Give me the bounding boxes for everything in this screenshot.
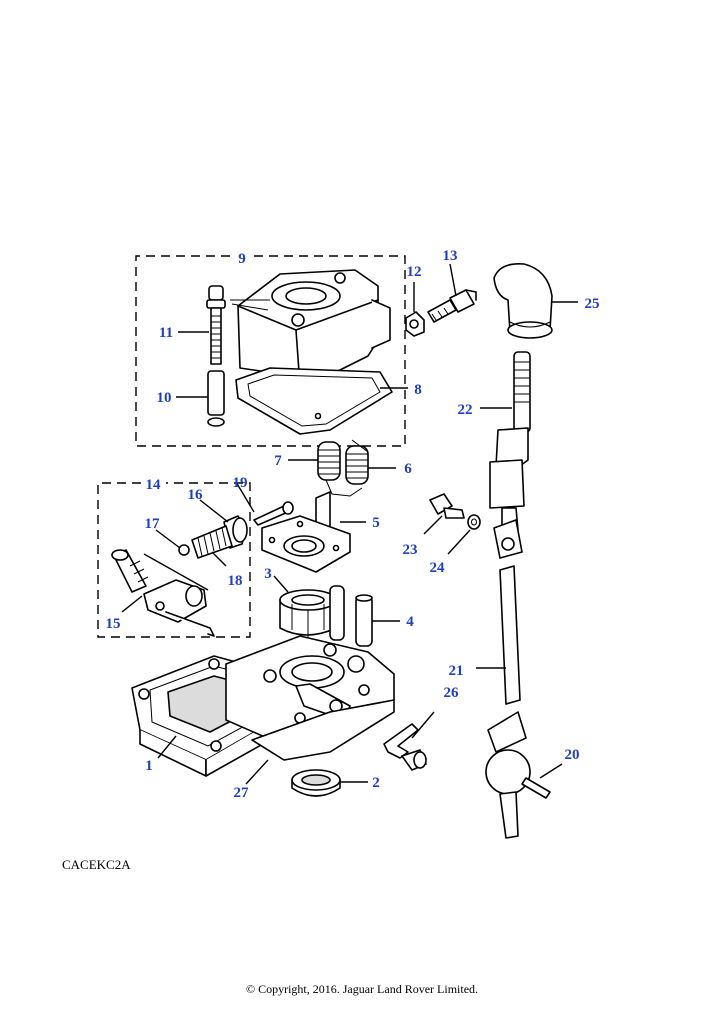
spring-part-6 <box>325 439 369 497</box>
callout-10: 10 <box>157 390 172 406</box>
callout-6: 6 <box>404 461 412 477</box>
callout-7: 7 <box>274 453 282 469</box>
callout-22: 22 <box>458 402 473 418</box>
callout-13: 13 <box>443 248 458 264</box>
callout-20: 20 <box>565 747 580 763</box>
pin-part-20 <box>521 777 551 799</box>
callout-9: 9 <box>238 251 246 267</box>
bolt-part-23 <box>429 493 465 519</box>
callout-21: 21 <box>449 663 464 679</box>
pin-part-4 <box>355 594 373 647</box>
callout-2: 2 <box>372 775 380 791</box>
lever-part-22 <box>489 351 531 559</box>
callout-3: 3 <box>264 566 272 582</box>
callout-5: 5 <box>372 515 380 531</box>
callout-27: 27 <box>234 785 250 801</box>
copyright-notice: © Copyright, 2016. Jaguar Land Rover Lim… <box>245 982 479 996</box>
callout-19: 19 <box>233 475 248 491</box>
group-box-9 <box>135 255 406 447</box>
callout-14: 14 <box>146 477 162 493</box>
dowel-part-3b <box>329 585 345 641</box>
callout-15: 15 <box>106 616 121 632</box>
callout-24: 24 <box>430 560 446 576</box>
spring-part-7 <box>317 441 341 481</box>
diagram-reference-code: CACEKC2A <box>62 857 131 872</box>
bracket-part-5 <box>261 491 351 573</box>
lever-part-21 <box>485 565 531 839</box>
washer-part-24 <box>467 514 481 530</box>
selector-part-15 <box>111 549 215 637</box>
callout-8: 8 <box>414 382 422 398</box>
callout-11: 11 <box>159 325 173 341</box>
base-part-1 <box>131 635 395 777</box>
callout-1: 1 <box>145 758 153 774</box>
spring-part-18 <box>191 525 233 559</box>
leader-lines <box>121 263 578 785</box>
callout-26: 26 <box>444 685 460 701</box>
callout-23: 23 <box>403 542 418 558</box>
callout-25: 25 <box>585 296 600 312</box>
callout-labels: 9 11 10 8 12 13 25 22 7 6 14 19 16 5 17 … <box>106 248 600 801</box>
knob-part-25 <box>493 262 553 339</box>
housing-part-9 <box>230 269 391 391</box>
clip-part-26 <box>383 723 427 771</box>
callout-4: 4 <box>406 614 414 630</box>
seal-part-2 <box>291 769 341 797</box>
pin-part-19 <box>253 501 294 526</box>
callout-12: 12 <box>407 264 422 280</box>
callout-18: 18 <box>228 573 243 589</box>
gasket-part-27 <box>251 699 395 761</box>
sleeve-part-10 <box>207 370 225 427</box>
callout-17: 17 <box>145 516 161 532</box>
bolt-part-11 <box>206 285 226 365</box>
ball-part-17 <box>178 544 190 556</box>
nut-part-12 <box>405 311 425 337</box>
switch-part-13 <box>427 289 477 323</box>
gasket-part-8 <box>235 367 393 435</box>
callout-16: 16 <box>188 487 204 503</box>
bush-part-3 <box>279 589 337 638</box>
